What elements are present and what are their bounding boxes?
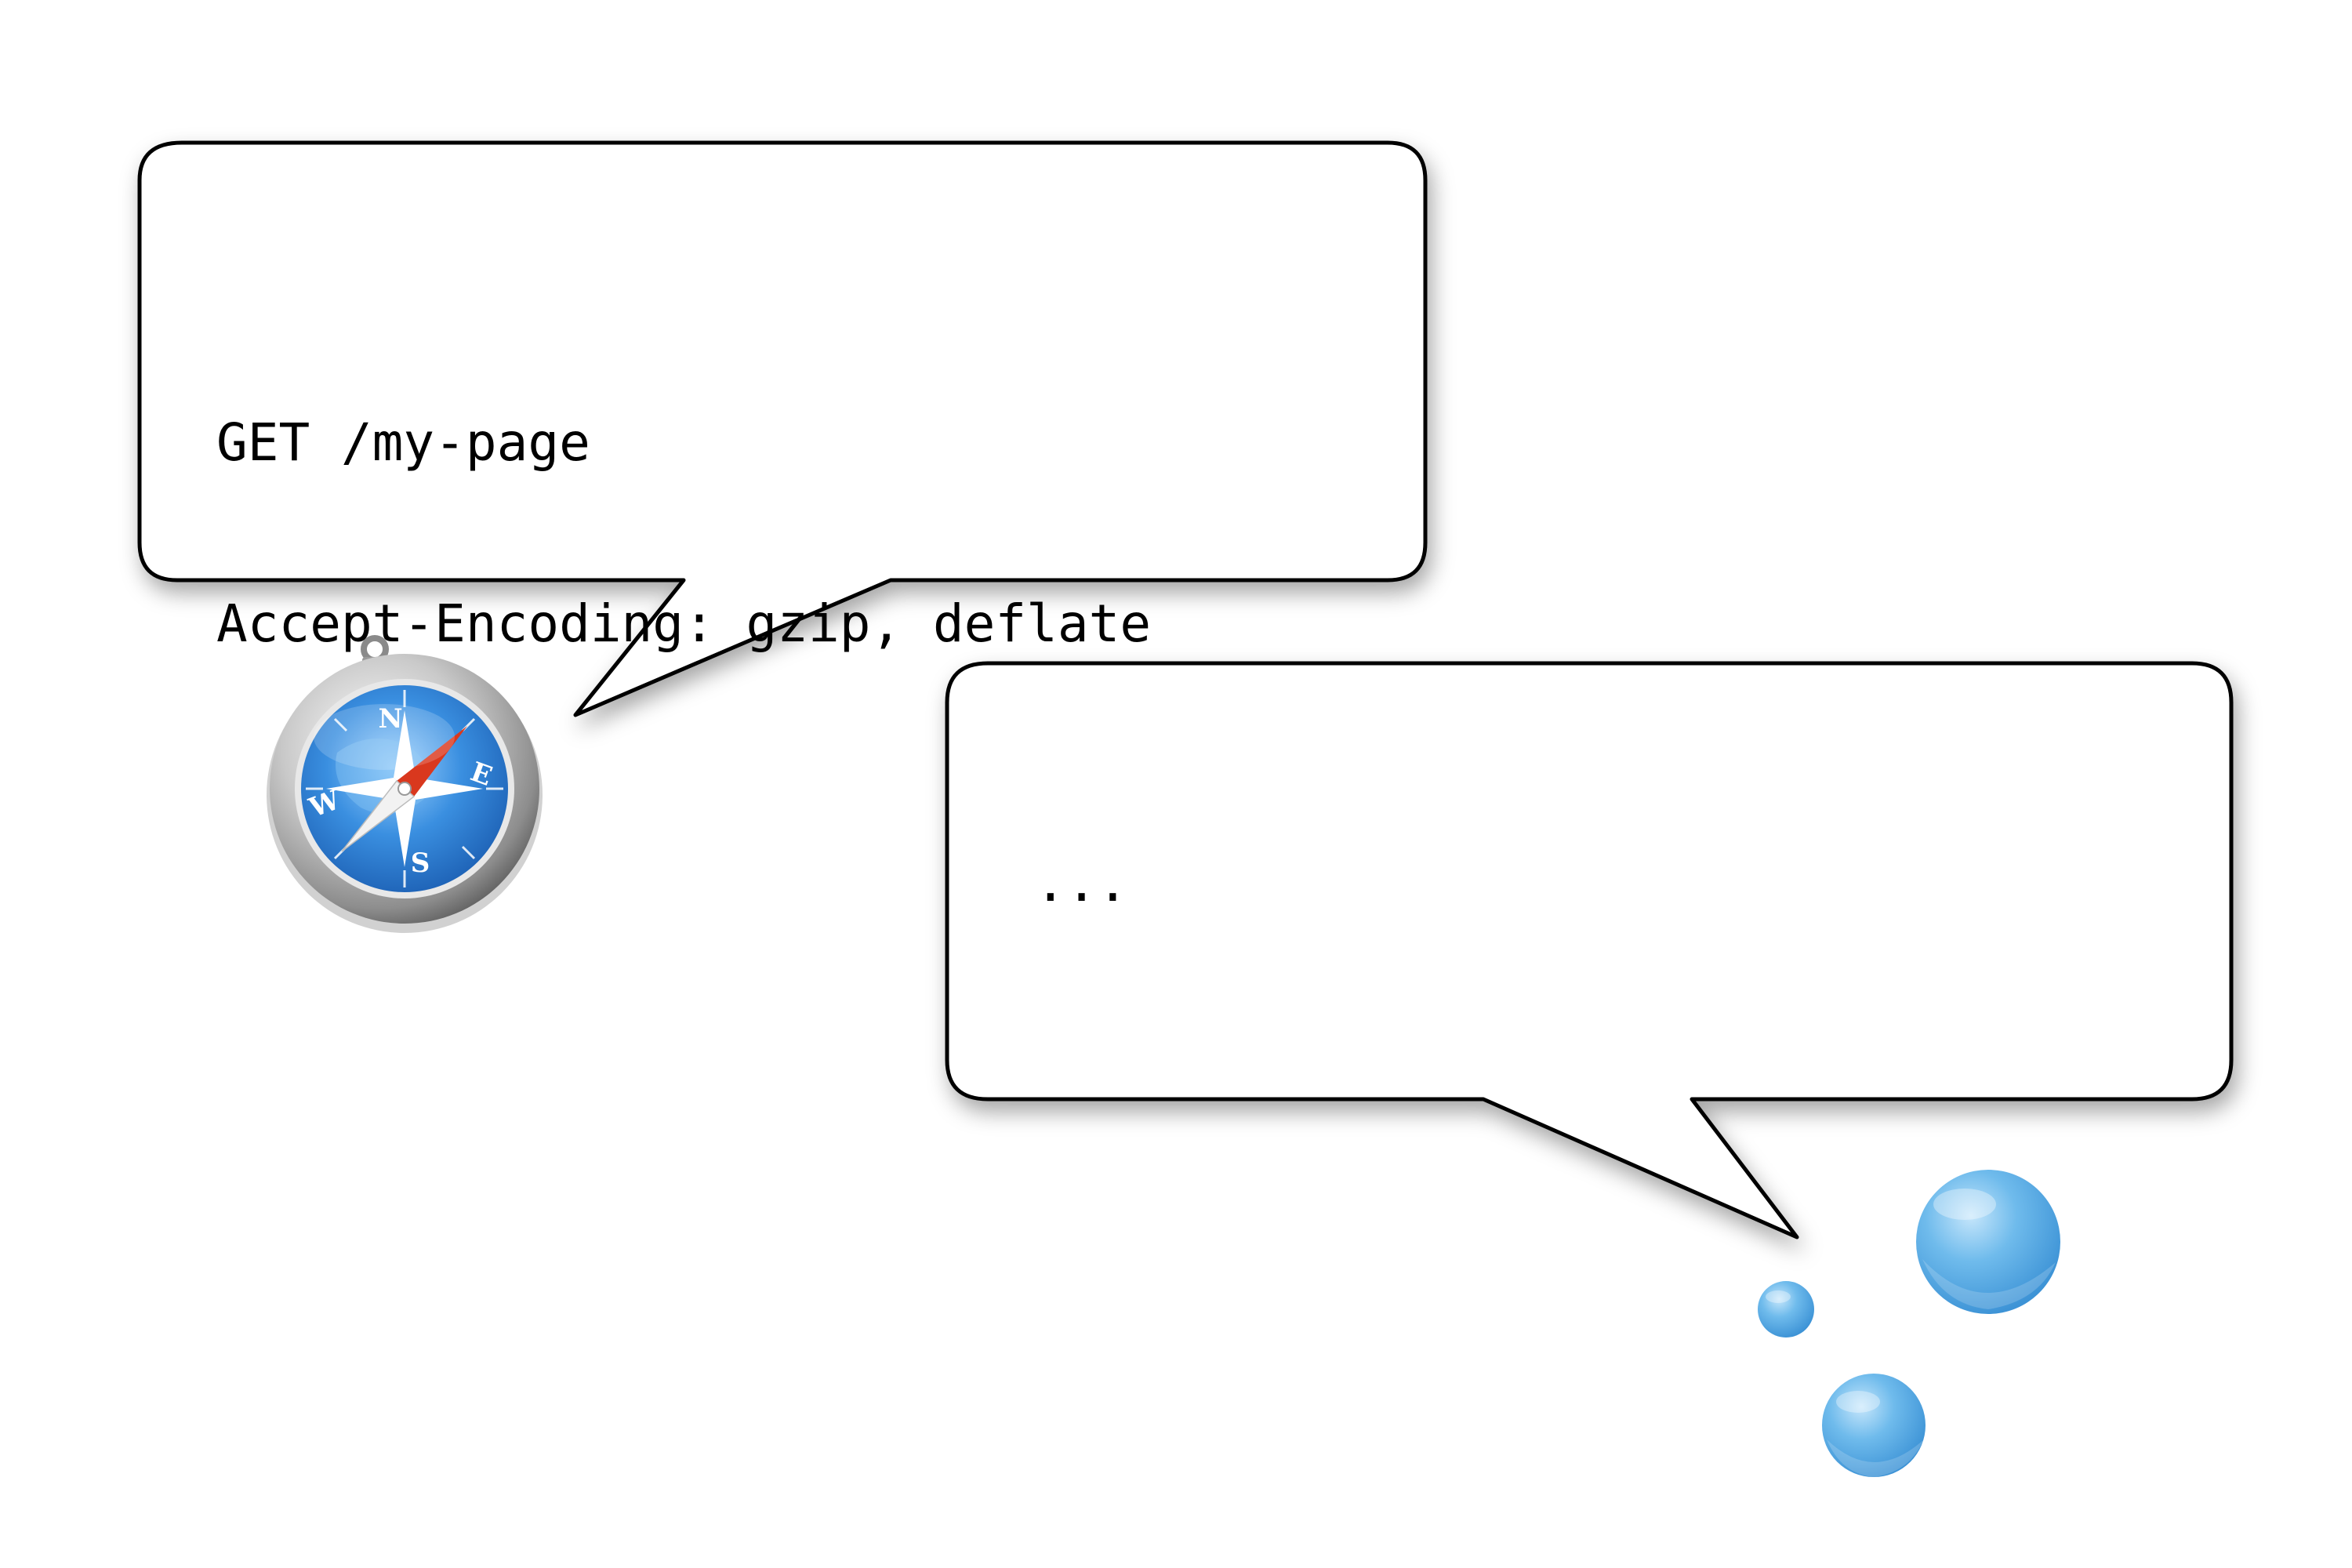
request-bubble xyxy=(137,140,1428,717)
request-text: GET /my-page Accept-Encoding: gzip, defl… xyxy=(216,292,1151,714)
blue-spheres-icon xyxy=(1758,1170,2060,1477)
safari-compass-icon: N S E W xyxy=(267,635,543,933)
response-bubble xyxy=(945,661,2234,1240)
request-line-method: GET /my-page xyxy=(216,412,590,473)
svg-text:N: N xyxy=(378,703,402,735)
svg-text:S: S xyxy=(411,848,430,879)
response-text: ... xyxy=(1035,853,1129,913)
request-line-header: Accept-Encoding: gzip, deflate xyxy=(216,593,1152,654)
